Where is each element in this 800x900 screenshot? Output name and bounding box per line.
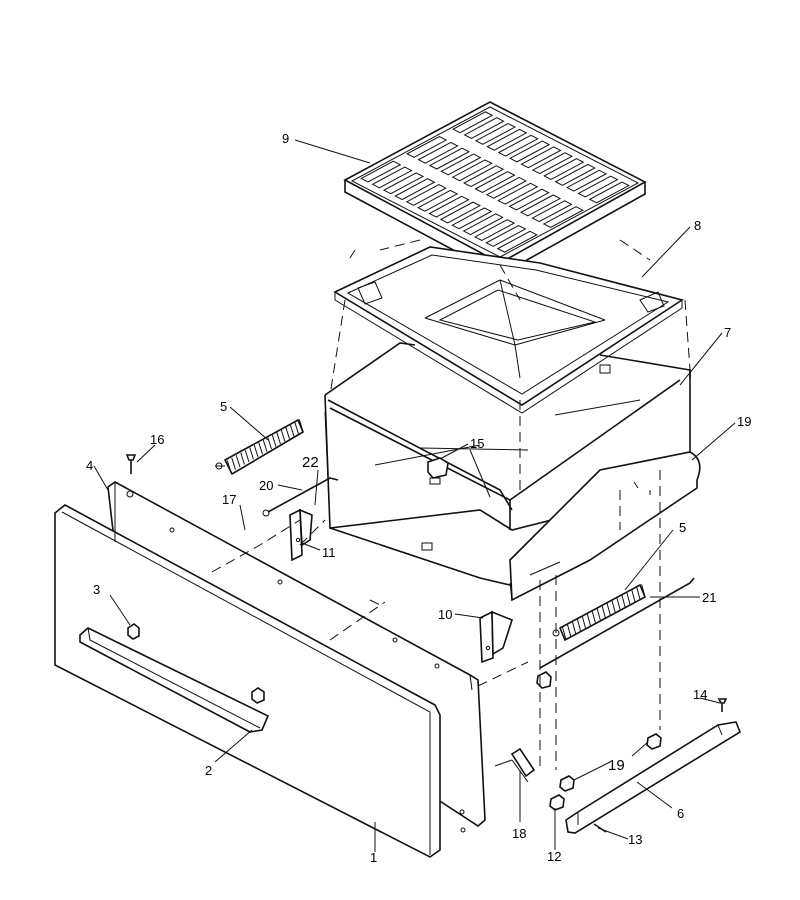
broiler-pan [333, 246, 684, 414]
grid-slot [463, 165, 505, 188]
callout-4: 4 [86, 458, 93, 473]
grid-slot [474, 122, 517, 145]
callout-1: 1 [370, 850, 377, 865]
rail-part-6 [565, 721, 741, 834]
grid-slot [531, 152, 573, 175]
grid-slot [360, 160, 402, 183]
grid-slot [451, 207, 493, 230]
bracket-part-18 [494, 747, 536, 783]
grid-slot [474, 171, 516, 193]
callout-10: 10 [438, 607, 452, 622]
callout-22: 22 [302, 454, 319, 471]
rod-lower [539, 577, 695, 669]
clip-part-15 [427, 457, 449, 485]
bracket-part-11 [289, 508, 313, 562]
callout-21: 19 [608, 757, 625, 774]
callout-5-lower: 5 [679, 520, 686, 535]
grid-slot [440, 153, 482, 176]
heat-shield [509, 451, 701, 602]
leader-lines [93, 139, 736, 852]
grid-slot [428, 195, 470, 218]
grid-slot [463, 117, 505, 140]
callout-11: 11 [322, 545, 336, 560]
grid-slot [417, 189, 459, 212]
callout-15: 15 [470, 436, 484, 451]
callout-9: 9 [282, 131, 289, 146]
screw-on-panel [251, 687, 265, 704]
grid-slot [565, 169, 608, 192]
grid-slot [406, 135, 448, 158]
screw-part-14 [717, 698, 728, 712]
roller-part-21-lower [559, 775, 575, 792]
callout-5-upper: 5 [220, 399, 227, 414]
grid-slot [486, 128, 528, 151]
callout-2: 2 [205, 763, 212, 778]
grid-slot [485, 224, 527, 247]
roller-left [536, 671, 552, 689]
grid-slot [485, 176, 527, 199]
grid-slot [473, 219, 516, 242]
screw-part-16 [125, 454, 137, 474]
grid-slot [519, 194, 562, 217]
callout-20: 19 [737, 414, 751, 429]
callout-19-upper: 20 [259, 478, 273, 493]
grid-slot [382, 172, 425, 195]
callout-3: 3 [93, 582, 100, 597]
callout-labels: 9 8 7 5 19 15 16 4 22 20 17 11 5 21 3 10… [86, 131, 751, 865]
spring-upper [215, 418, 305, 476]
callout-6: 6 [677, 806, 684, 821]
callout-14: 14 [693, 687, 707, 702]
grid-slot [531, 200, 573, 223]
screw-part-3 [127, 623, 140, 640]
grid-slot [542, 206, 584, 229]
callout-7: 7 [724, 325, 731, 340]
bracket-part-10 [479, 610, 513, 664]
callout-13: 13 [628, 832, 642, 847]
grid-slot [451, 159, 493, 182]
grid-slot [509, 140, 551, 163]
spring-lower [552, 583, 647, 642]
grid-slot [577, 175, 619, 198]
grid-slot [371, 166, 413, 189]
grid-slot [417, 141, 459, 164]
grid-slot [554, 163, 596, 186]
broiler-grid [343, 101, 647, 276]
grid-slot [394, 178, 436, 201]
roller-part-21-upper [646, 733, 662, 750]
grid-slot [439, 201, 481, 224]
drawer-front-panel [54, 504, 441, 858]
callout-17: 17 [222, 492, 236, 507]
grid-slot [405, 184, 447, 206]
grid-slot [543, 158, 585, 180]
grid-slot [428, 147, 471, 170]
grid-slot [462, 213, 504, 236]
callout-12: 12 [547, 849, 561, 864]
grid-slot [508, 188, 550, 211]
grid-slot [497, 182, 539, 205]
callout-19-lower: 21 [702, 590, 716, 605]
roller-part-12 [549, 794, 565, 811]
grid-slot [497, 134, 539, 157]
grid-slot [588, 181, 630, 204]
callout-16: 16 [150, 432, 164, 447]
rod-upper [262, 477, 339, 517]
drawer-handle [79, 627, 270, 733]
callout-18: 18 [512, 826, 526, 841]
grid-slot [452, 111, 494, 134]
assembly-dashed-lines [114, 239, 691, 770]
callout-8: 8 [694, 218, 701, 233]
grid-slot [520, 146, 562, 169]
grid-slot [496, 230, 538, 253]
